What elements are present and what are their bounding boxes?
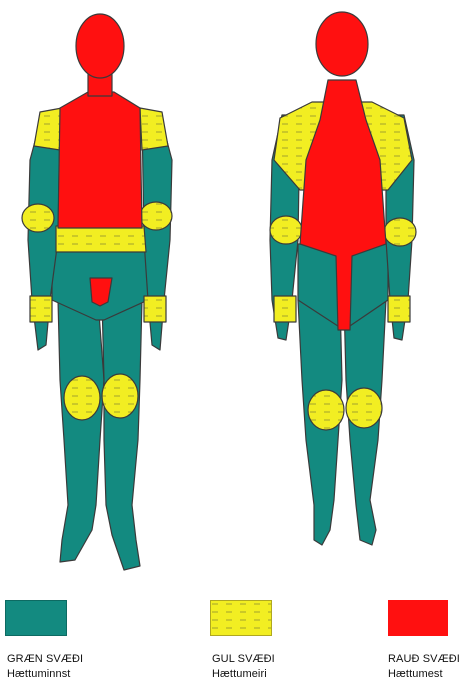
front-right-leg bbox=[102, 300, 142, 570]
front-left-wrist bbox=[30, 296, 52, 322]
back-figure bbox=[270, 12, 416, 545]
front-left-leg bbox=[58, 300, 104, 562]
front-figure bbox=[22, 14, 172, 570]
legend-swatch-green bbox=[5, 600, 67, 636]
front-left-shoulder bbox=[34, 108, 62, 150]
back-left-elbow bbox=[270, 216, 302, 244]
legend-swatch-red bbox=[388, 600, 448, 636]
legend-subtitle-green: Hættuminnst bbox=[7, 668, 70, 681]
back-head bbox=[316, 12, 368, 76]
legend-title-green: GRÆN SVÆÐI bbox=[7, 653, 83, 666]
front-waist-band bbox=[56, 226, 146, 252]
legend-subtitle-red: Hættumest bbox=[388, 668, 443, 681]
back-right-wrist bbox=[388, 296, 410, 322]
front-right-elbow bbox=[140, 202, 172, 230]
front-left-knee bbox=[64, 376, 100, 420]
legend-swatch-yellow bbox=[210, 600, 272, 636]
back-right-knee bbox=[346, 388, 382, 428]
front-head bbox=[76, 14, 124, 78]
front-left-elbow bbox=[22, 204, 54, 232]
legend-red: RAUÐ SVÆÐI Hættumest bbox=[388, 600, 448, 636]
legend-title-yellow: GUL SVÆÐI bbox=[212, 653, 275, 666]
legend-title-red: RAUÐ SVÆÐI bbox=[388, 653, 460, 666]
back-left-wrist bbox=[274, 296, 296, 322]
legend-green: GRÆN SVÆÐI Hættuminnst bbox=[5, 600, 67, 636]
legend-subtitle-yellow: Hættumeiri bbox=[212, 668, 267, 681]
body-risk-diagram bbox=[0, 0, 470, 590]
back-right-elbow bbox=[384, 218, 416, 246]
front-right-wrist bbox=[144, 296, 166, 322]
legend-yellow: GUL SVÆÐI Hættumeiri bbox=[210, 600, 272, 636]
back-left-knee bbox=[308, 390, 344, 430]
front-right-knee bbox=[102, 374, 138, 418]
front-right-shoulder bbox=[140, 108, 168, 150]
front-torso bbox=[58, 92, 142, 228]
